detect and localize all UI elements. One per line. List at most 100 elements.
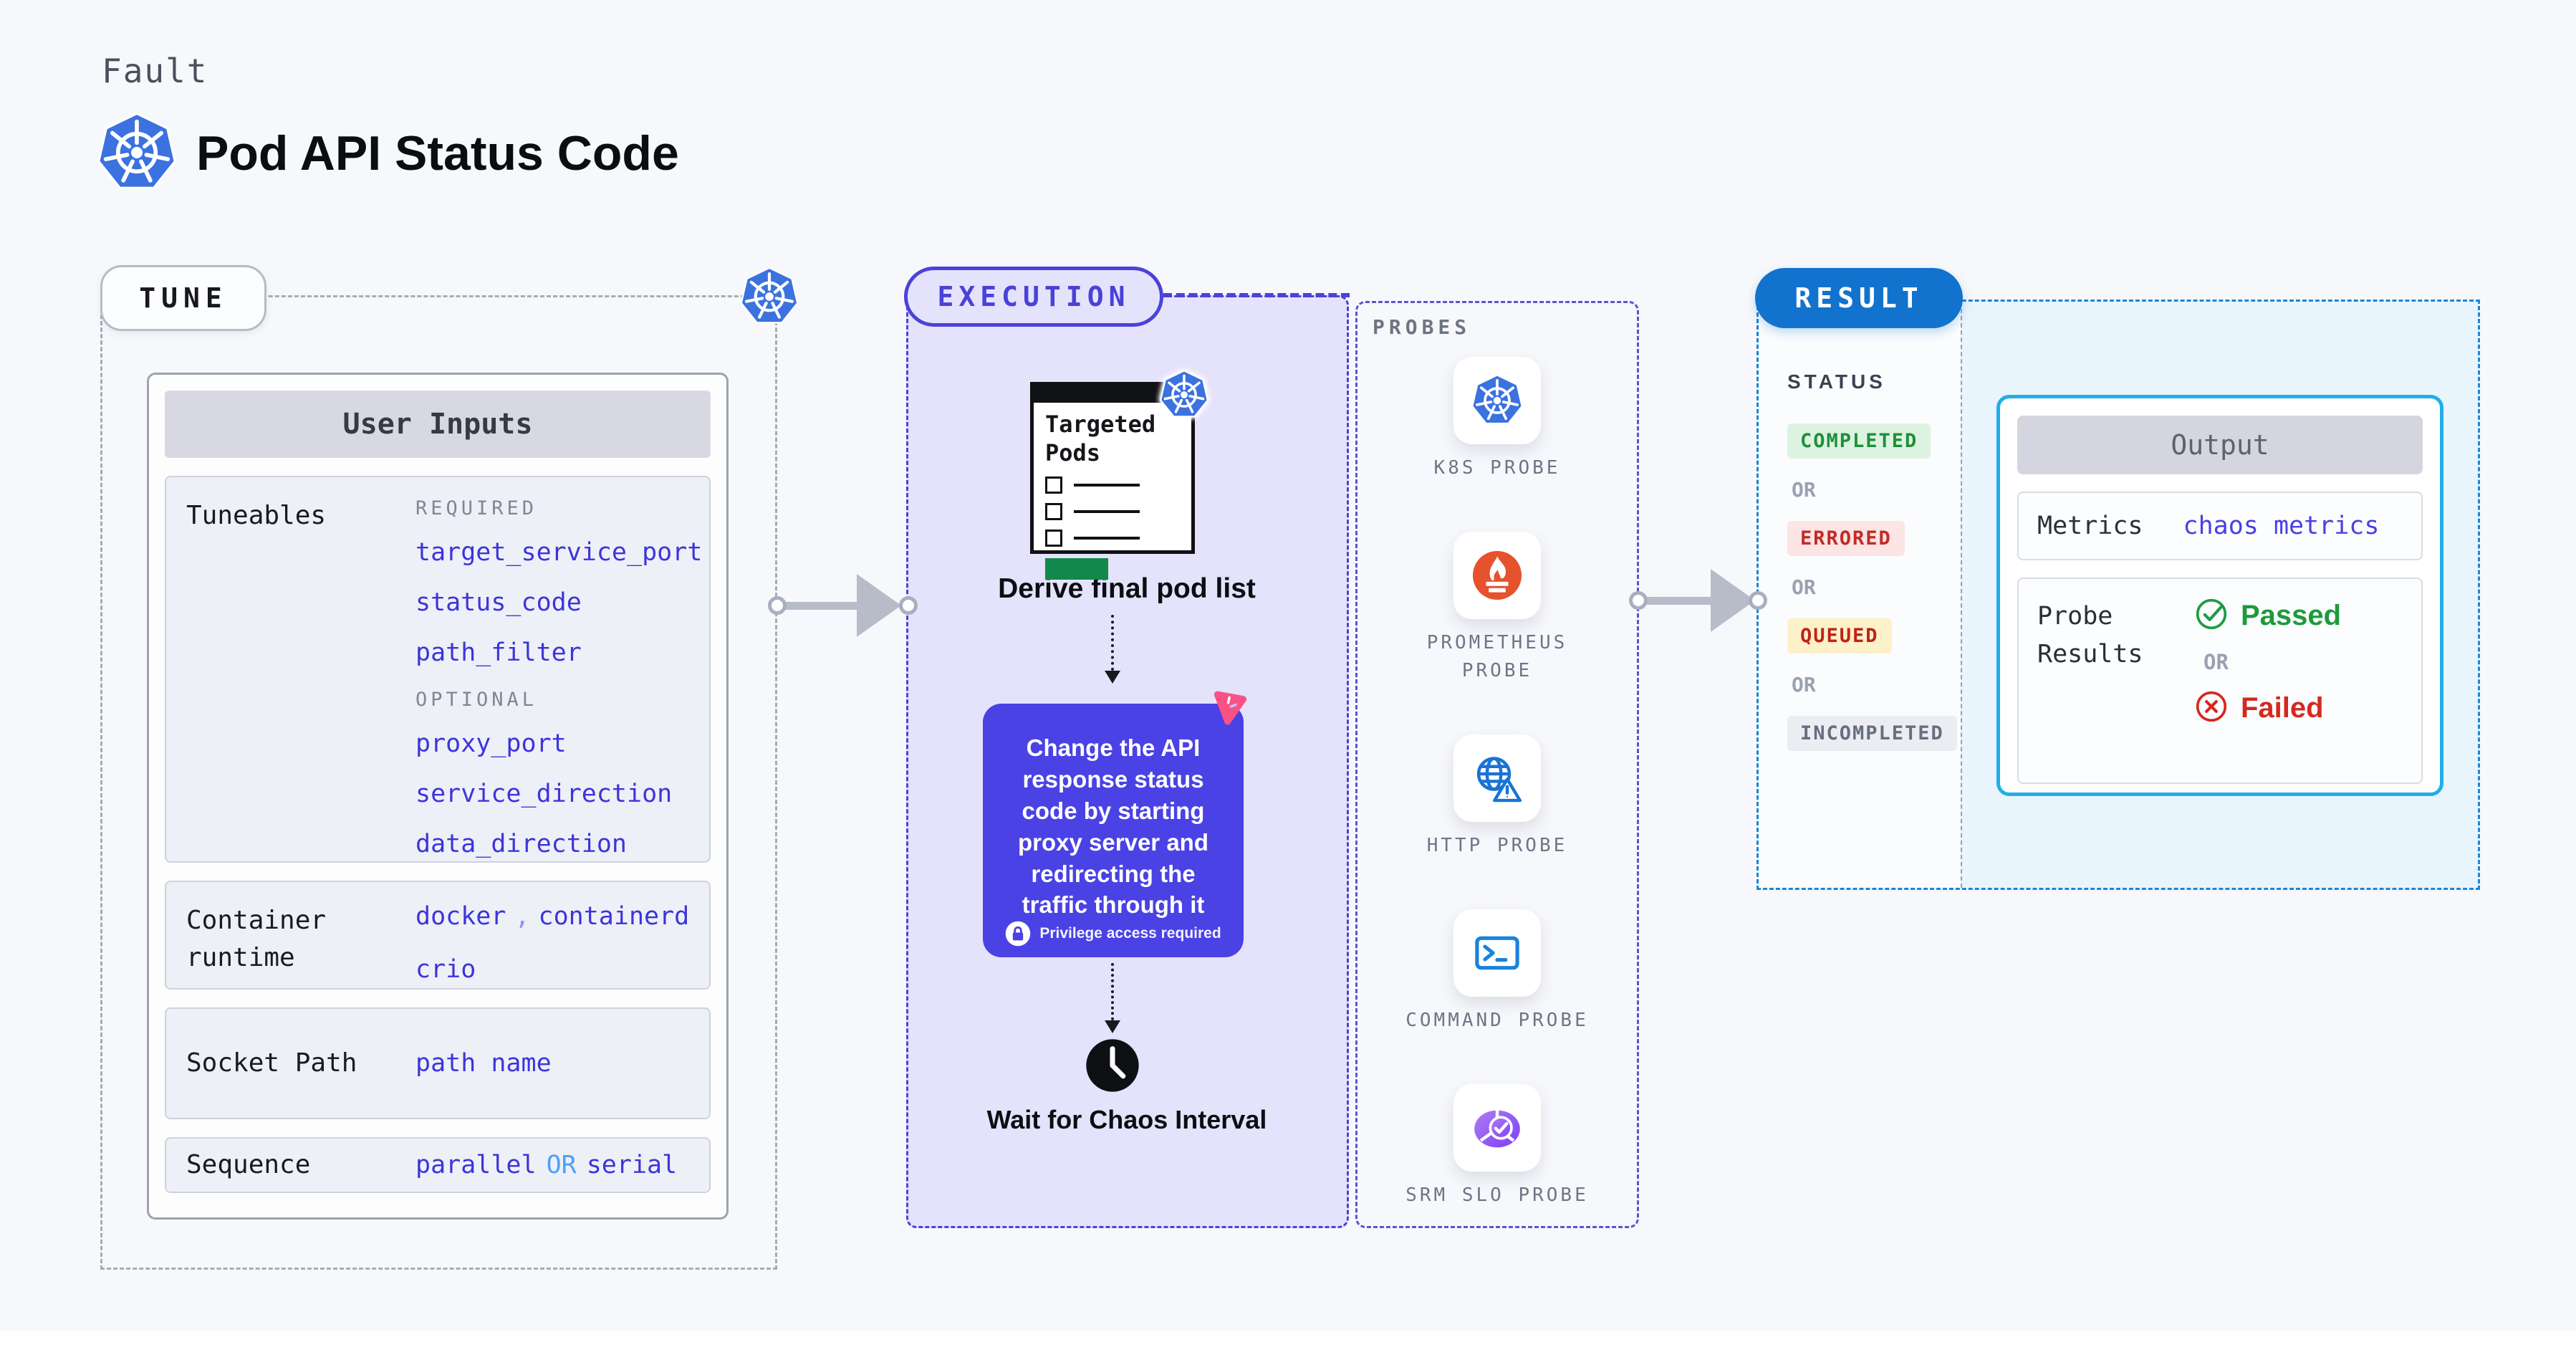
arrow-head xyxy=(1711,569,1755,632)
socket-path-row: Socket Path path name xyxy=(165,1007,711,1119)
probe-item: COMMAND PROBE xyxy=(1405,909,1589,1035)
connector-dot xyxy=(1629,591,1648,610)
kubernetes-icon xyxy=(739,267,799,327)
probe-item: HTTP PROBE xyxy=(1427,734,1568,860)
execution-connector-line xyxy=(1163,293,1350,297)
list-line xyxy=(1074,537,1140,540)
dotted-arrow-head xyxy=(1105,1020,1120,1033)
list-line xyxy=(1074,484,1140,487)
execution-pill: EXECUTION xyxy=(904,267,1163,327)
probes-to-result-arrow xyxy=(1642,597,1719,605)
checkbox-icon xyxy=(1045,530,1062,547)
probes-list: K8S PROBE PROMETHEUS PROBE HTTP PROBE CO… xyxy=(1355,357,1639,1210)
targeted-pods-title: Targeted Pods xyxy=(1045,411,1156,466)
srm-slo-pie-check-icon xyxy=(1453,1084,1541,1172)
output-box: Output Metrics chaos metrics Probe Resul… xyxy=(1996,395,2443,796)
wait-step-label: Wait for Chaos Interval xyxy=(986,1105,1267,1134)
container-runtime-values: docker,containerd crio xyxy=(415,902,690,984)
result-pill: RESULT xyxy=(1755,268,1963,328)
lock-icon xyxy=(1005,921,1031,947)
container-runtime-label: Container runtime xyxy=(186,906,327,973)
user-inputs-header: User Inputs xyxy=(165,391,711,458)
or-label: OR xyxy=(2203,650,2229,674)
metrics-row: Metrics chaos metrics xyxy=(2017,492,2423,560)
optional-heading: OPTIONAL xyxy=(415,689,538,711)
checkbox-icon xyxy=(1045,503,1062,520)
tuneables-values: REQUIRED target_service_port status_code… xyxy=(415,497,703,858)
tuneable-item: path_filter xyxy=(415,638,582,667)
tuneable-item: status_code xyxy=(415,588,582,617)
connector-dot xyxy=(899,596,918,615)
chaos-action-box: Change the API response status code by s… xyxy=(983,704,1244,957)
or-label: OR xyxy=(1792,673,1816,696)
tuneable-item: data_direction xyxy=(415,830,628,858)
probe-label: K8S PROBE xyxy=(1433,457,1561,479)
probe-item: PROMETHEUS PROBE xyxy=(1404,532,1590,685)
dotted-flow-line xyxy=(1111,963,1114,1020)
probe-label: SRM SLO PROBE xyxy=(1405,1184,1589,1206)
cross-circle-icon xyxy=(2195,690,2228,727)
user-inputs-card: User Inputs Tuneables REQUIRED target_se… xyxy=(147,373,729,1220)
kubernetes-icon xyxy=(1453,357,1541,444)
probes-section-label: PROBES xyxy=(1373,315,1471,339)
check-circle-icon xyxy=(2195,598,2228,634)
chaos-action-text: Change the API response status code by s… xyxy=(1018,734,1208,919)
sequence-row: Sequence parallel OR serial xyxy=(165,1137,711,1193)
pod-list-item xyxy=(1045,476,1180,494)
status-badge: INCOMPLETED xyxy=(1787,716,1957,751)
status-badge: ERRORED xyxy=(1787,521,1905,556)
sequence-option: serial xyxy=(586,1151,678,1179)
output-header: Output xyxy=(2017,416,2423,474)
probe-results-label: Probe Results xyxy=(2037,602,2143,669)
runtime-value: containerd xyxy=(538,902,690,931)
derive-step-label: Derive final pod list xyxy=(998,573,1256,604)
or-label: OR xyxy=(1792,478,1816,502)
status-panel: STATUS COMPLETED OR ERRORED OR QUEUED OR… xyxy=(1759,302,1961,888)
fault-kicker: Fault xyxy=(102,52,208,90)
or-label: OR xyxy=(1792,575,1816,599)
connector-dot xyxy=(768,596,787,615)
privilege-note: Privilege access required xyxy=(1039,925,1221,942)
sequence-label: Sequence xyxy=(186,1149,311,1179)
required-heading: REQUIRED xyxy=(415,497,538,519)
probe-label: HTTP PROBE xyxy=(1426,835,1568,856)
probe-label: PROMETHEUS PROBE xyxy=(1426,632,1568,681)
prometheus-icon xyxy=(1453,532,1541,619)
targeted-pods-window: Targeted Pods xyxy=(1030,382,1195,580)
tuneable-item: service_direction xyxy=(415,780,673,808)
connector-dot xyxy=(1749,591,1767,610)
pod-list-item xyxy=(1045,503,1180,520)
kubernetes-icon xyxy=(1159,370,1209,420)
tune-to-execution-arrow xyxy=(782,602,865,610)
page-bottom-strip xyxy=(0,1331,2576,1365)
status-heading: STATUS xyxy=(1787,370,1886,393)
checkbox-icon xyxy=(1045,476,1062,494)
runtime-separator: , xyxy=(514,902,530,931)
failed-label: Failed xyxy=(2241,692,2324,724)
tune-section-box xyxy=(100,295,777,1270)
list-line xyxy=(1074,510,1140,513)
tuneables-label: Tuneables xyxy=(186,501,327,530)
output-panel: Output Metrics chaos metrics Probe Resul… xyxy=(1961,302,2478,888)
sequence-option: parallel xyxy=(415,1151,537,1179)
result-section-box: STATUS COMPLETED OR ERRORED OR QUEUED OR… xyxy=(1756,300,2480,890)
probe-results-row: Probe Results Passed OR Failed xyxy=(2017,578,2423,784)
http-globe-warning-icon xyxy=(1453,734,1541,822)
passed-label: Passed xyxy=(2241,600,2342,631)
dotted-arrow-head xyxy=(1105,671,1120,684)
chaos-pink-icon xyxy=(1209,685,1251,727)
probe-item: K8S PROBE xyxy=(1434,357,1561,482)
tuneable-item: target_service_port xyxy=(415,538,703,567)
terminal-icon xyxy=(1453,909,1541,997)
dotted-flow-line xyxy=(1111,615,1114,671)
probe-label: COMMAND PROBE xyxy=(1405,1010,1589,1031)
clock-icon xyxy=(1085,1038,1140,1093)
status-badge: QUEUED xyxy=(1787,618,1892,653)
socket-path-label: Socket Path xyxy=(186,1048,357,1078)
metrics-value: chaos metrics xyxy=(2183,512,2380,540)
sequence-or: OR xyxy=(546,1151,577,1179)
runtime-value: docker xyxy=(415,902,506,931)
passed-line: Passed xyxy=(2195,598,2341,634)
container-runtime-row: Container runtime docker,containerd crio xyxy=(165,881,711,990)
